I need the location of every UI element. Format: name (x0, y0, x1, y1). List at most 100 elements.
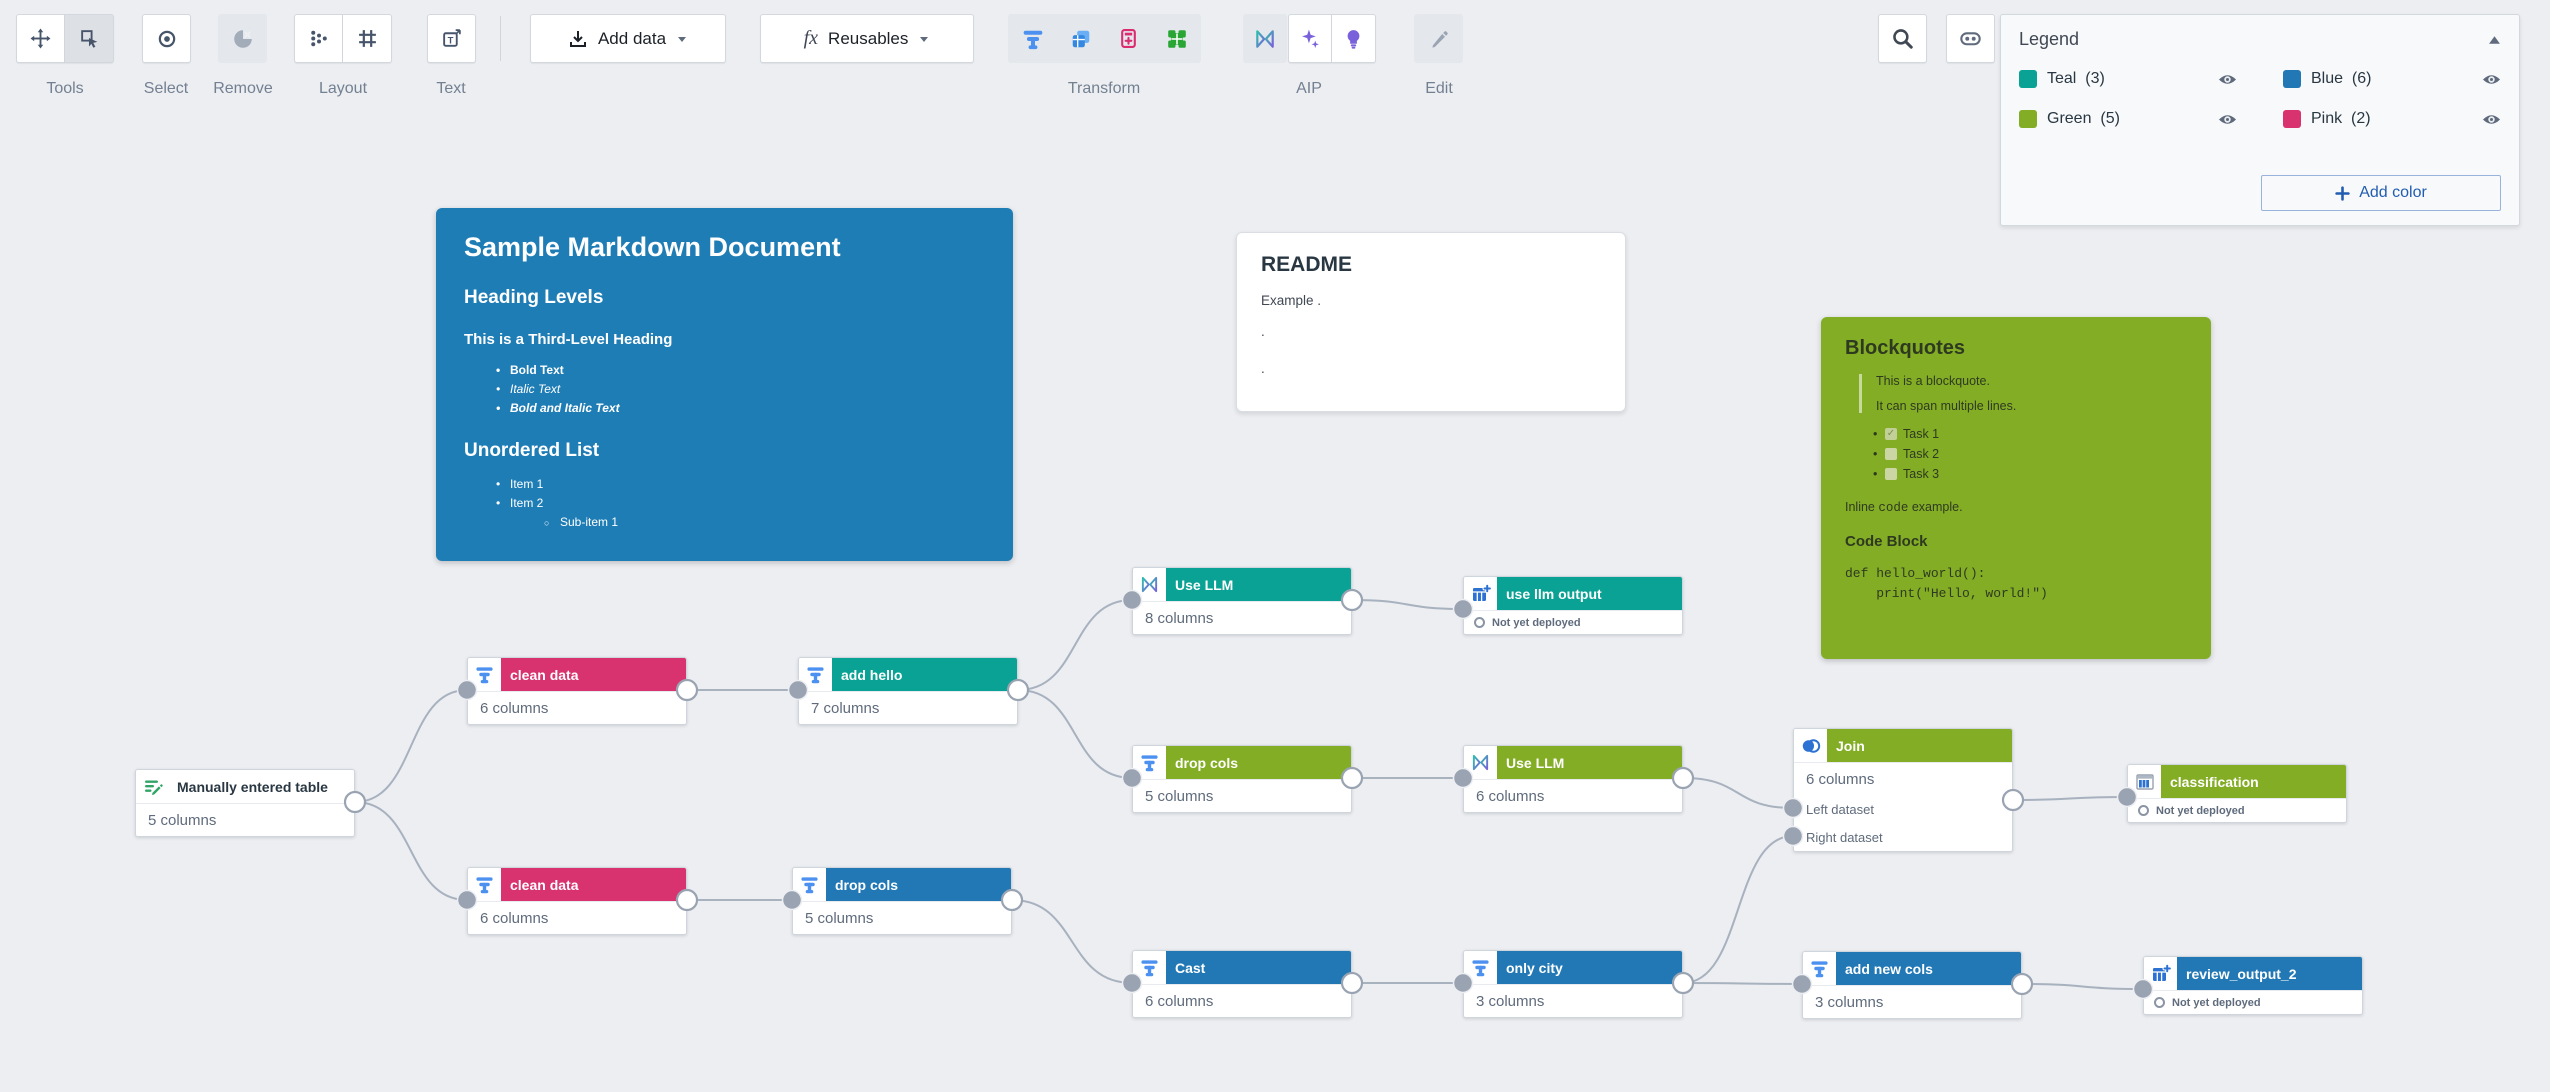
reusables-button[interactable]: fx Reusables (760, 14, 974, 63)
multi-table-button[interactable] (1056, 14, 1105, 63)
node-title: use llm output (1497, 577, 1682, 610)
aip-suggest-button[interactable] (1332, 14, 1376, 63)
readme-note-card[interactable]: README Example . . . (1236, 232, 1626, 412)
remove-label: Remove (213, 80, 273, 97)
add-transform-button[interactable] (1008, 14, 1057, 63)
edge (1682, 777, 1794, 809)
layout-dots-icon (311, 30, 327, 47)
toolbar-divider (500, 16, 501, 61)
move-tool-button[interactable] (16, 14, 65, 63)
node-title: clean data (501, 868, 686, 901)
toggle-button[interactable] (1946, 14, 1995, 63)
eye-icon[interactable] (2482, 72, 2501, 87)
legend-item-label: Teal (3) (2047, 70, 2105, 87)
node-icon-box (1133, 746, 1166, 779)
edge (2012, 796, 2128, 801)
select-button[interactable] (142, 14, 191, 63)
checkbox-icon[interactable] (1885, 448, 1897, 460)
transform-icon (1141, 755, 1158, 772)
legend-item-teal[interactable]: Teal (3) (2019, 70, 2237, 88)
auto-layout-button[interactable] (294, 14, 343, 63)
collapse-caret-icon[interactable] (2488, 35, 2501, 45)
node-icon-box (1133, 951, 1166, 984)
markdown-style-list: Bold Text Italic Text Bold and Italic Te… (464, 361, 985, 418)
add-data-button[interactable]: Add data (530, 14, 726, 63)
task-item: ✓ Task 1 (1845, 424, 2187, 444)
reusables-label: Reusables (828, 28, 909, 48)
color-swatch (2019, 70, 2037, 88)
plus-icon (2335, 185, 2350, 201)
transform-label: Transform (1067, 80, 1141, 97)
node-icon-box (1464, 746, 1497, 779)
aip-assist-button[interactable] (1288, 14, 1332, 63)
markdown-heading-levels: Heading Levels (464, 287, 604, 308)
grid-layout-button[interactable] (343, 14, 392, 63)
edit-button[interactable] (1414, 14, 1463, 63)
edit-label: Edit (1425, 80, 1453, 97)
list-sub-item: Sub-item 1 (464, 513, 985, 533)
svg-text:T: T (448, 36, 454, 47)
eye-icon[interactable] (2482, 112, 2501, 127)
table-expand-icon (1167, 29, 1186, 48)
node-title: review_output_2 (2177, 957, 2362, 990)
remove-button[interactable] (218, 14, 267, 63)
caret-down-icon (920, 36, 929, 42)
text-button[interactable]: T (427, 14, 476, 63)
list-item: Italic Text (464, 380, 985, 399)
status-circle-icon (2138, 805, 2149, 816)
checkbox-checked-icon[interactable]: ✓ (1885, 428, 1897, 440)
checkbox-icon[interactable] (1885, 468, 1897, 480)
node-columns-text: 5 columns (793, 901, 1011, 934)
node-columns-text: 6 columns (468, 691, 686, 724)
task-label: Task 2 (1903, 447, 1940, 461)
node-header: clean data (468, 658, 686, 691)
node-columns-text: 6 columns (1464, 779, 1682, 812)
eye-icon[interactable] (2218, 112, 2237, 127)
task-label: Task 1 (1903, 427, 1940, 441)
caret-down-icon (678, 36, 687, 42)
node-header: add new cols (1803, 952, 2021, 985)
node-columns-text: 3 columns (1464, 984, 1682, 1017)
calculator-button[interactable] (1104, 14, 1153, 63)
sparkles-icon (1301, 29, 1319, 48)
eye-icon[interactable] (2218, 72, 2237, 87)
legend-item-blue[interactable]: Blue (6) (2283, 70, 2501, 88)
aip-logo-button[interactable] (1243, 14, 1287, 63)
search-button[interactable] (1878, 14, 1927, 63)
legend-item-pink[interactable]: Pink (2) (2283, 110, 2501, 128)
status-circle-icon (1474, 617, 1485, 628)
markdown-heading3: This is a Third-Level Heading (464, 331, 673, 348)
select-tool-button[interactable] (65, 14, 114, 63)
node-icon-box (468, 868, 501, 901)
node-header: Use LLM (1464, 746, 1682, 779)
add-color-button[interactable]: Add color (2261, 175, 2501, 211)
node-header: Join (1794, 729, 2012, 762)
pivot-button[interactable] (1152, 14, 1201, 63)
join-venn-icon (1802, 738, 1820, 753)
node-deploy-status: Not yet deployed (2144, 990, 2362, 1014)
blockquotes-note-card[interactable]: Blockquotes This is a blockquote. It can… (1821, 317, 2211, 659)
node-columns-text: 7 columns (799, 691, 1017, 724)
aip-logo-icon (1256, 29, 1274, 48)
move-icon (30, 28, 51, 49)
node-title: Cast (1166, 951, 1351, 984)
toggle-icon (1960, 32, 1981, 46)
legend-item-green[interactable]: Green (5) (2019, 110, 2237, 128)
markdown-note-card[interactable]: Sample Markdown Document Heading Levels … (436, 208, 1013, 561)
edge (2021, 983, 2144, 990)
